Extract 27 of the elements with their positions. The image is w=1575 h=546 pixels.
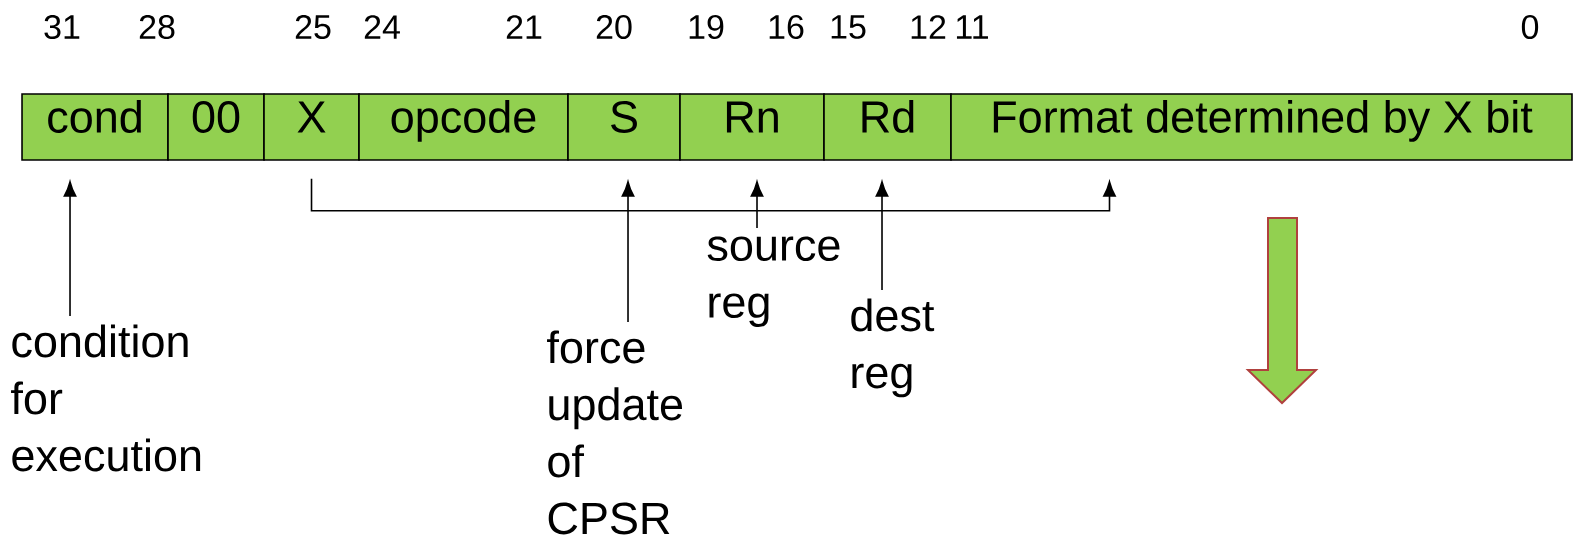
bit-number: 19 xyxy=(689,14,724,40)
bit-number: 20 xyxy=(596,14,632,40)
arrow xyxy=(875,181,889,291)
bit-number: 25 xyxy=(295,14,331,40)
field-box: X xyxy=(263,93,360,161)
arrow xyxy=(750,181,764,229)
annotation-text: source reg xyxy=(707,236,840,327)
bit-number: 0 xyxy=(1521,14,1539,40)
annotation-text: condition for execution xyxy=(11,324,201,472)
bracket-arrow xyxy=(310,178,1116,212)
field-box: Rn xyxy=(679,93,825,161)
field-box: cond xyxy=(21,93,169,161)
bit-number: 16 xyxy=(769,14,804,40)
arrow xyxy=(621,181,635,323)
bit-number: 15 xyxy=(831,15,866,39)
field-box: 00 xyxy=(167,93,265,161)
bit-number: 12 xyxy=(911,15,946,39)
bit-number: 11 xyxy=(956,15,988,39)
arrow xyxy=(63,181,77,317)
annotation-text: force update of CPSR xyxy=(547,330,682,535)
bit-number: 28 xyxy=(139,14,175,40)
field-box: S xyxy=(567,93,681,161)
field-box: Rd xyxy=(823,93,952,161)
annotation-text: dest reg xyxy=(851,298,935,398)
bit-number: 31 xyxy=(44,14,80,40)
bit-number: 24 xyxy=(364,15,400,39)
bit-number: 21 xyxy=(506,15,542,39)
